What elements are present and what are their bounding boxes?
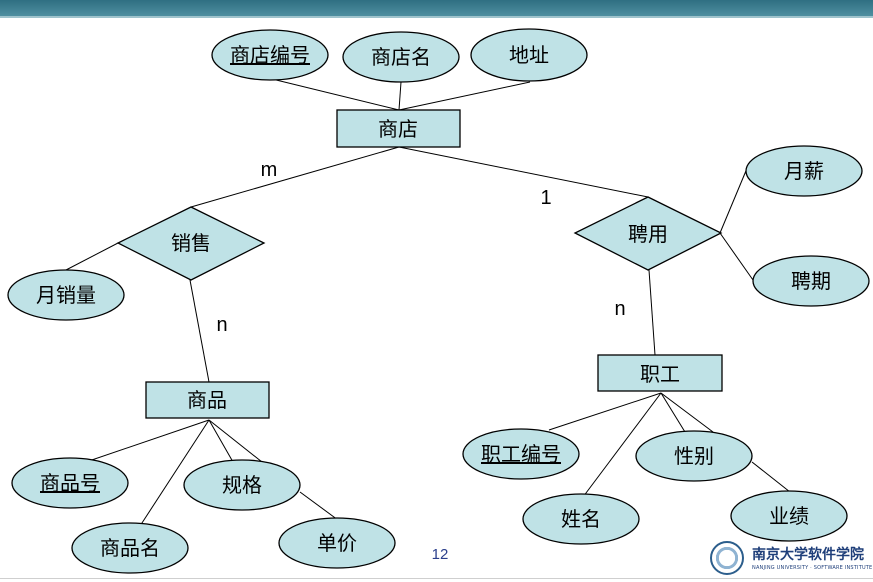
- attribute-hire-period-ellipse: [752, 255, 870, 307]
- attribute-address: 地址: [470, 28, 588, 82]
- attribute-unit-price-label: 单价: [317, 531, 357, 555]
- cardinality-shop-sell: m: [261, 159, 278, 181]
- edge-hire-employee: [648, 269, 656, 356]
- attribute-performance: 业绩: [730, 490, 848, 542]
- relationship-sell-diamond: [116, 206, 266, 281]
- edge-spec: [208, 419, 234, 463]
- attribute-hire-period-label: 聘期: [791, 269, 831, 293]
- attribute-monthly-sales-ellipse: [7, 269, 125, 321]
- edge-hire-salary: [719, 165, 749, 234]
- logo-subtitle: NANJING UNIVERSITY · SOFTWARE INSTITUTE: [752, 565, 873, 571]
- attribute-goods-id-label: 商品号: [40, 471, 100, 495]
- attribute-employee-id-label: 职工编号: [481, 442, 561, 466]
- edge-gender: [660, 392, 686, 433]
- attribute-employee-name-ellipse: [522, 493, 640, 545]
- attribute-goods-id-ellipse: [11, 457, 129, 509]
- edge-shop-id: [267, 77, 400, 111]
- attribute-goods-name-label: 商品名: [100, 536, 160, 560]
- edge-address: [398, 81, 531, 111]
- header-divider: [0, 16, 873, 18]
- attribute-spec-label: 规格: [222, 473, 262, 497]
- connectors: [65, 77, 791, 527]
- edge-shop-hire: [398, 146, 649, 198]
- attribute-address-label: 地址: [509, 43, 549, 67]
- attribute-employee-id-ellipse: [462, 428, 580, 480]
- attribute-performance-ellipse: [730, 490, 848, 542]
- attribute-gender-ellipse: [635, 430, 753, 482]
- logo-name: 南京大学软件学院: [752, 547, 864, 563]
- attribute-performance-label: 业绩: [769, 504, 809, 528]
- attribute-goods-name: 商品名: [71, 522, 189, 574]
- attribute-gender-label: 性别: [674, 444, 714, 468]
- page-number: 12: [431, 546, 449, 563]
- relationship-sell-label: 销售: [171, 231, 211, 255]
- edge-goods-id: [79, 419, 210, 465]
- footer-divider: [0, 578, 873, 579]
- edge-spec-price: [299, 491, 339, 521]
- entity-employee-label: 职工: [640, 362, 680, 386]
- attribute-monthly-salary-label: 月薪: [784, 159, 824, 183]
- edge-gender-b: [660, 392, 714, 433]
- edge-employee-name: [582, 392, 662, 498]
- attribute-shop-id-ellipse: [211, 29, 329, 81]
- attribute-unit-price: 单价: [278, 517, 396, 569]
- attribute-spec: 规格: [183, 459, 301, 511]
- relationship-hire-diamond: [573, 196, 723, 271]
- entity-shop: 商店: [336, 109, 461, 148]
- entity-goods-label: 商品: [187, 388, 227, 412]
- attribute-shop-name: 商店名: [342, 31, 460, 83]
- attribute-spec-ellipse: [183, 459, 301, 511]
- edge-shop-sell: [190, 146, 400, 208]
- entity-employee-box: [597, 354, 723, 392]
- attribute-shop-name-ellipse: [342, 31, 460, 83]
- university-seal-icon: [710, 541, 744, 575]
- relationship-sell: 销售: [116, 206, 266, 281]
- attribute-unit-price-ellipse: [278, 517, 396, 569]
- relationship-hire: 聘用: [573, 196, 723, 271]
- edge-shop-name: [398, 81, 402, 111]
- edge-gender-performance: [751, 461, 791, 493]
- attribute-hire-period: 聘期: [752, 255, 870, 307]
- edge-spec-b: [208, 419, 263, 463]
- edge-sell-goods: [189, 279, 210, 383]
- edge-employee-id: [548, 392, 662, 431]
- attribute-address-ellipse: [470, 28, 588, 82]
- cardinality-shop-hire: 1: [540, 187, 551, 209]
- entity-shop-label: 商店: [378, 117, 418, 141]
- attribute-monthly-salary-ellipse: [745, 145, 863, 197]
- attribute-employee-id: 职工编号: [462, 428, 580, 480]
- attribute-shop-id: 商店编号: [211, 29, 329, 81]
- edge-hire-period: [719, 232, 754, 281]
- attribute-employee-name-label: 姓名: [561, 507, 601, 531]
- cardinality-sell-goods: n: [216, 314, 227, 336]
- attribute-monthly-sales-label: 月销量: [36, 283, 96, 307]
- attribute-monthly-sales: 月销量: [7, 269, 125, 321]
- entity-goods: 商品: [145, 381, 270, 419]
- header-bar: [0, 0, 873, 16]
- attribute-monthly-salary: 月薪: [745, 145, 863, 197]
- attribute-goods-name-ellipse: [71, 522, 189, 574]
- edge-sell-monthly-sales: [65, 242, 119, 271]
- university-logo: 南京大学软件学院 NANJING UNIVERSITY · SOFTWARE I…: [710, 541, 873, 579]
- entity-shop-box: [336, 109, 461, 148]
- attribute-gender: 性别: [635, 430, 753, 482]
- entity-goods-box: [145, 381, 270, 419]
- attribute-goods-id: 商品号: [11, 457, 129, 509]
- entity-employee: 职工: [597, 354, 723, 392]
- edge-goods-name: [139, 419, 210, 527]
- cardinality-hire-employee: n: [614, 298, 625, 320]
- attribute-shop-name-label: 商店名: [371, 45, 431, 69]
- relationship-hire-label: 聘用: [628, 222, 668, 246]
- attribute-shop-id-label: 商店编号: [230, 43, 310, 67]
- attribute-employee-name: 姓名: [522, 493, 640, 545]
